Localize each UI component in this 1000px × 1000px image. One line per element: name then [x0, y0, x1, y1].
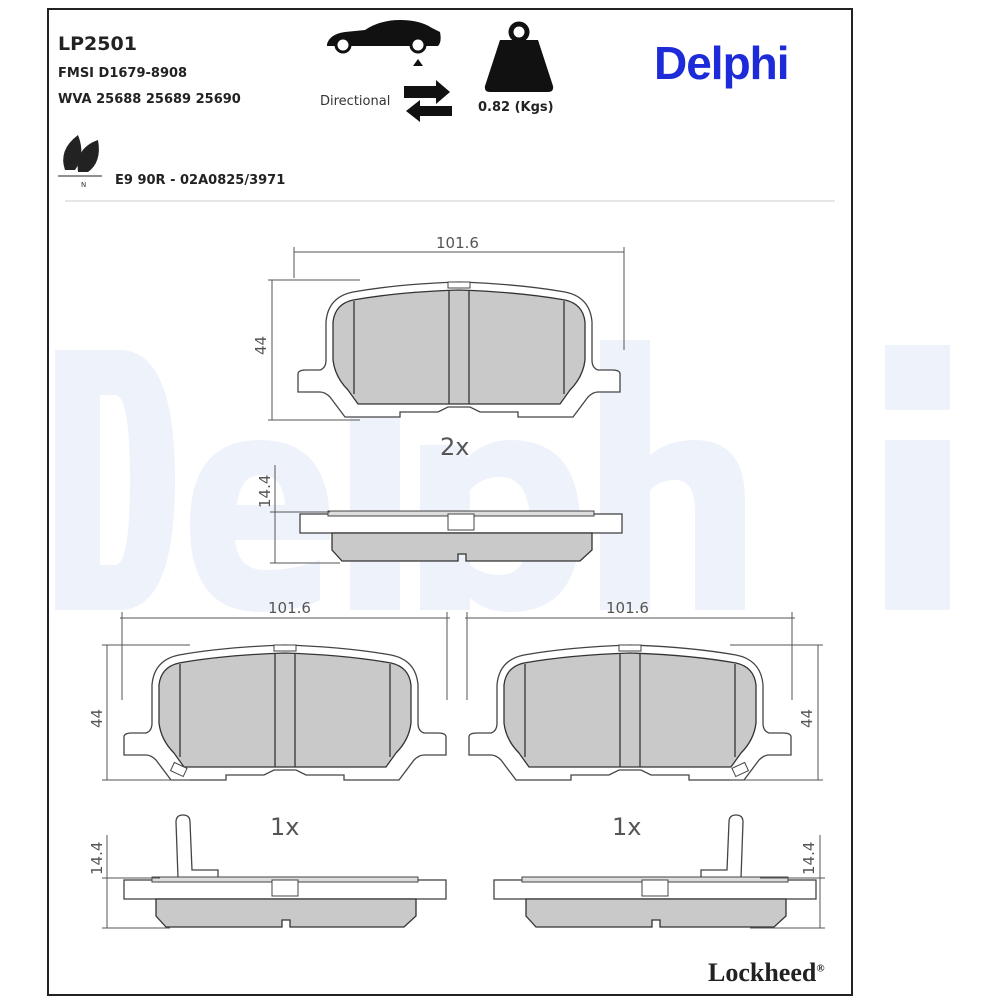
datasheet-frame	[47, 8, 853, 996]
part-number: LP2501	[58, 33, 137, 55]
top-pad-front-view: 101.6 44 2x	[252, 234, 625, 461]
wva-codes: WVA 25688 25689 25690	[58, 92, 241, 107]
top-pad-side-view: 14.4	[256, 465, 623, 564]
bottom-right-quantity: 1x	[612, 813, 641, 841]
bottom-left-quantity: 1x	[270, 813, 299, 841]
car-front-axle-icon	[327, 20, 441, 66]
weight-icon	[484, 21, 554, 92]
bottom-left-pad-side-view: 14.4	[88, 814, 447, 929]
bottom-right-thickness-dim: 14.4	[800, 842, 818, 875]
fmsi-code: FMSI D1679-8908	[58, 66, 188, 81]
bottom-right-pad-side-view: 14.4	[493, 814, 825, 929]
bottom-left-height-dim: 44	[88, 709, 106, 728]
bottom-left-width-dim: 101.6	[268, 599, 311, 617]
bottom-right-pad-front-view: 101.6 44 1x	[465, 599, 823, 841]
bottom-right-width-dim: 101.6	[606, 599, 649, 617]
registered-mark: ®	[816, 962, 825, 975]
top-width-dim: 101.6	[436, 234, 479, 252]
bottom-right-height-dim: 44	[798, 709, 816, 728]
eco-mark-letter: N	[81, 181, 86, 189]
bottom-left-thickness-dim: 14.4	[88, 842, 106, 875]
weight-value: 0.82 (Kgs)	[478, 100, 554, 115]
delphi-logo: Delphi	[654, 37, 790, 89]
lockheed-logo: Lockheed®	[708, 958, 825, 988]
top-thickness-dim: 14.4	[256, 475, 274, 508]
top-quantity: 2x	[440, 433, 469, 461]
directional-arrows-icon	[404, 80, 452, 122]
directional-label: Directional	[320, 94, 391, 109]
eco-leaf-icon: N	[58, 135, 102, 189]
bottom-left-pad-front-view: 101.6 44 1x	[88, 599, 450, 841]
lockheed-name: Lockheed	[708, 958, 817, 987]
top-height-dim: 44	[252, 336, 270, 355]
ece-approval: E9 90R - 02A0825/3971	[115, 173, 286, 188]
